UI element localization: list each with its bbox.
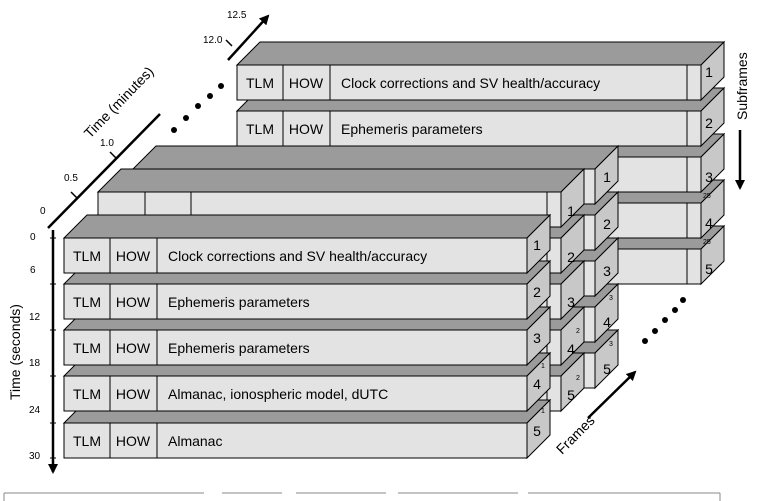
back-subframe-1-number: 1 <box>705 64 713 80</box>
front-subframe-1: TLM HOW Clock corrections and SV health/… <box>62 213 552 275</box>
front-subframe-1-tlm: TLM <box>73 248 101 264</box>
frame2-subframe-4-page: 2 <box>576 328 580 335</box>
back-subframe-3-number: 3 <box>705 169 713 185</box>
frame3-subframe-5-number: 5 <box>603 361 611 377</box>
seconds-tick-12: 12 <box>29 312 41 323</box>
minutes-tick-0: 0 <box>40 206 46 217</box>
seconds-tick-6: 6 <box>30 265 36 276</box>
frame3-subframe-4-number: 4 <box>603 314 611 330</box>
front-subframe-3-content: Ephemeris parameters <box>168 340 310 356</box>
frame3-subframe-1-number: 1 <box>603 169 611 185</box>
back-subframe-5-number: 5 <box>705 261 713 277</box>
front-subframe-5-content: Almanac <box>168 433 222 449</box>
front-subframe-5-page: 1 <box>541 408 545 415</box>
front-subframe-4-page: 1 <box>541 363 545 370</box>
front-subframe-3-how: HOW <box>116 340 151 356</box>
minutes-tick-12-5: 12.5 <box>227 10 247 21</box>
time-seconds-label: Time (seconds) <box>7 304 23 400</box>
seconds-tick-30: 30 <box>29 451 41 462</box>
frame2-subframe-4-number: 4 <box>567 341 575 357</box>
front-subframe-2-number: 2 <box>533 284 541 300</box>
front-subframe-5-how: HOW <box>116 433 151 449</box>
frame2-subframe-1-number: 1 <box>567 203 575 219</box>
seconds-tick-24: 24 <box>29 405 41 416</box>
back-subframe-1-content: Clock corrections and SV health/accuracy <box>341 75 600 91</box>
frame2-subframe-2-number: 2 <box>567 249 575 265</box>
back-subframe-2-how: HOW <box>289 121 324 137</box>
back-subframe-1-tlm: TLM <box>246 75 274 91</box>
front-subframe-4-tlm: TLM <box>73 386 101 402</box>
seconds-tick-0: 0 <box>30 232 36 243</box>
front-subframe-4: TLM HOW Almanac, ionospheric model, dUTC… <box>62 351 552 413</box>
frames-label: Frames <box>553 412 598 457</box>
front-subframe-1-how: HOW <box>116 248 151 264</box>
frame3-subframe-5-page: 3 <box>609 341 613 348</box>
back-subframe-1-how: HOW <box>289 75 324 91</box>
frame2-subframe-3-number: 3 <box>567 294 575 310</box>
frame3-subframe-2-number: 2 <box>603 216 611 232</box>
minutes-tick-1-0: 1.0 <box>100 138 114 149</box>
front-subframe-2-content: Ephemeris parameters <box>168 294 310 310</box>
front-subframe-1-number: 1 <box>533 237 541 253</box>
back-subframe-4-page: 25 <box>703 193 711 200</box>
time-seconds-axis: 0 6 12 18 24 30 Time (seconds) <box>7 230 58 474</box>
seconds-tick-18: 18 <box>29 358 41 369</box>
frame3-subframe-3-number: 3 <box>603 263 611 279</box>
front-subframe-2-tlm: TLM <box>73 294 101 310</box>
subframes-indicator: Subframes <box>734 52 750 190</box>
front-subframe-3-tlm: TLM <box>73 340 101 356</box>
bottom-bracket <box>3 492 721 501</box>
back-subframe-4-number: 4 <box>705 215 713 231</box>
front-subframe-5-number: 5 <box>533 423 541 439</box>
front-subframe-5-tlm: TLM <box>73 433 101 449</box>
front-subframe-4-number: 4 <box>533 376 541 392</box>
back-subframe-1: TLM HOW Clock corrections and SV health/… <box>235 40 726 102</box>
minutes-tick-0-5: 0.5 <box>64 173 78 184</box>
front-subframe-3-number: 3 <box>533 330 541 346</box>
back-subframe-2-number: 2 <box>705 115 713 131</box>
frame3-subframe-4-page: 3 <box>609 295 613 302</box>
frame2-subframe-5-page: 2 <box>576 375 580 382</box>
front-subframe-1-content: Clock corrections and SV health/accuracy <box>168 248 427 264</box>
front-subframe-2-how: HOW <box>116 294 151 310</box>
front-subframe-4-how: HOW <box>116 386 151 402</box>
front-subframe-4-content: Almanac, ionospheric model, dUTC <box>168 386 388 402</box>
back-subframe-2-tlm: TLM <box>246 121 274 137</box>
minutes-tick-12-0: 12.0 <box>203 35 223 46</box>
frame-front: TLM HOW Almanac 1 5 TLM HOW Almanac, ion… <box>62 213 552 460</box>
back-subframe-5-page: 25 <box>703 239 711 246</box>
back-subframe-2-content: Ephemeris parameters <box>341 121 483 137</box>
subframes-label: Subframes <box>734 52 750 120</box>
frame2-subframe-5-number: 5 <box>567 387 575 403</box>
